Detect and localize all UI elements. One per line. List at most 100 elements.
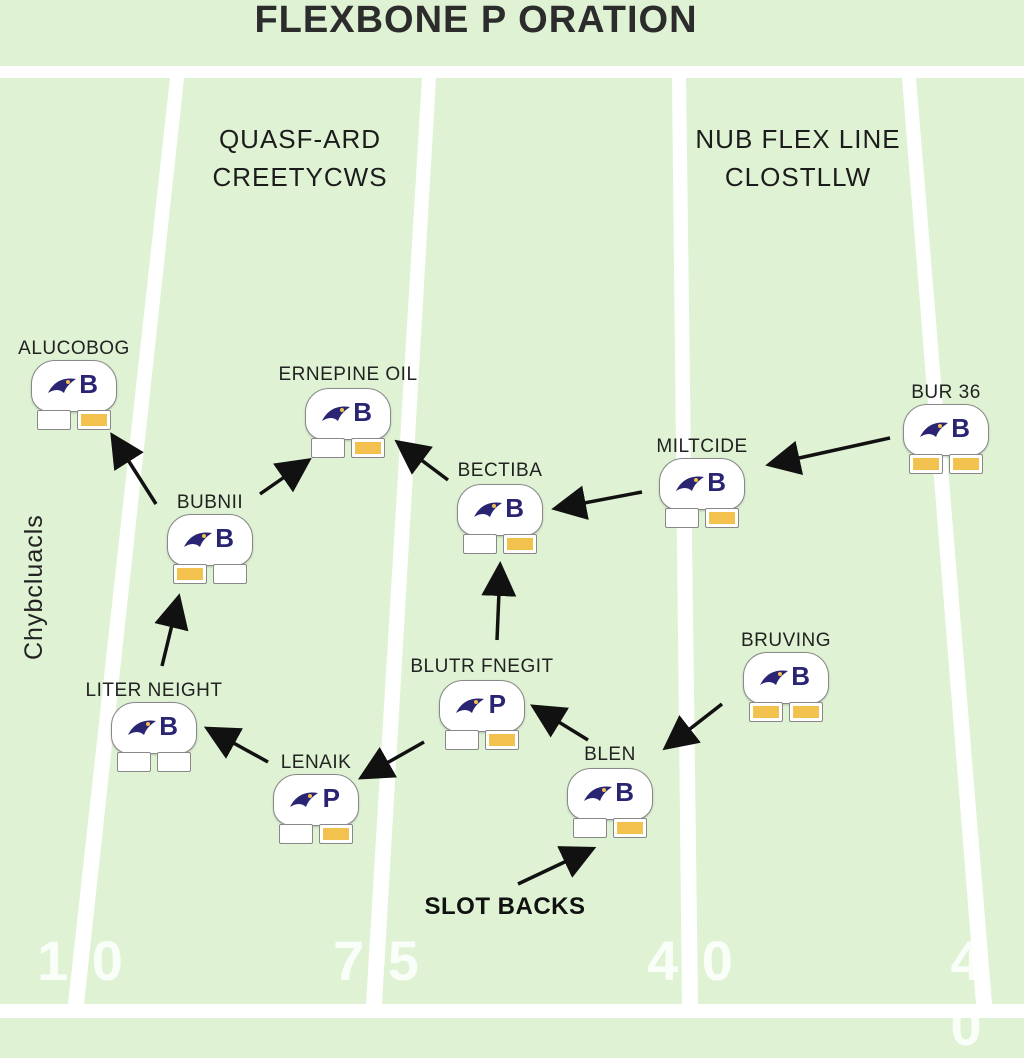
route-arrow-miltcide-to-bectiba <box>551 485 643 520</box>
player-label-lenaik: LENAIK <box>280 752 352 773</box>
route-arrow-bruving-to-blen <box>662 702 724 751</box>
pad-right <box>319 824 353 844</box>
helmet-icon: B <box>31 360 117 412</box>
pad-left <box>279 824 313 844</box>
route-arrow-liter-to-bubnii <box>154 593 189 667</box>
pad-right <box>485 730 519 750</box>
helmet-letter: B <box>353 397 372 427</box>
helmet-icon: B <box>659 458 745 510</box>
pads-icon <box>37 408 111 430</box>
pad-right <box>157 752 191 772</box>
raven-logo-icon <box>322 406 350 421</box>
player-label-liter: LITER NEIGHT <box>85 680 223 701</box>
route-arrow-bubnii-to-alucobog <box>110 432 158 505</box>
route-arrow-blutr-to-bectiba <box>481 561 517 641</box>
helmet-icon: B <box>743 652 829 704</box>
helmet-letter: B <box>215 523 234 553</box>
yard-line-4 <box>902 78 992 1004</box>
raven-logo-icon <box>456 698 484 713</box>
pad-right <box>213 564 247 584</box>
left-header-line-2: CREETYCWS <box>212 162 388 192</box>
player-marker-bectiba[interactable]: B <box>457 484 543 558</box>
pads-icon <box>749 700 823 722</box>
raven-logo-icon <box>920 422 948 437</box>
right-header-line-2: CLOSTLLW <box>724 162 872 192</box>
pads-icon <box>665 506 739 528</box>
player-marker-ernepine[interactable]: B <box>305 388 391 462</box>
yard-number-1: 1 0 <box>37 929 127 992</box>
player-marker-blen[interactable]: B <box>567 768 653 842</box>
helmet-icon: P <box>439 680 525 732</box>
pads-icon <box>311 436 385 458</box>
pads-icon <box>463 532 537 554</box>
side-label: Chybcluacls <box>20 514 48 660</box>
player-label-alucobog: ALUCOBOG <box>18 338 130 359</box>
helmet-letter: B <box>79 369 98 399</box>
helmet-letter: B <box>951 413 970 443</box>
player-marker-alucobog[interactable]: B <box>31 360 117 434</box>
pad-left <box>749 702 783 722</box>
raven-logo-icon <box>584 786 612 801</box>
helmet-letter: P <box>488 689 506 719</box>
pad-left <box>573 818 607 838</box>
raven-logo-icon <box>474 502 502 517</box>
right-header-line-1: NUB FLEX LINE <box>695 124 901 154</box>
pad-right <box>789 702 823 722</box>
player-marker-bur36[interactable]: B <box>903 404 989 478</box>
pad-right <box>705 508 739 528</box>
raven-logo-icon <box>760 670 788 685</box>
helmet-icon: B <box>903 404 989 456</box>
pads-icon <box>173 562 247 584</box>
pad-left <box>665 508 699 528</box>
pad-left <box>37 410 71 430</box>
player-marker-bruving[interactable]: B <box>743 652 829 726</box>
route-arrow-bubnii-to-ernepine <box>259 458 312 496</box>
helmet-letter: P <box>322 783 340 813</box>
route-arrow-blutr-to-lenaik <box>357 740 425 780</box>
player-marker-bubnii[interactable]: B <box>167 514 253 588</box>
helmet-letter: B <box>505 493 524 523</box>
bottom-boundary-line <box>0 1004 1024 1018</box>
raven-logo-icon <box>290 792 318 807</box>
player-label-bur36: BUR 36 <box>911 382 981 403</box>
player-marker-liter[interactable]: B <box>111 702 197 776</box>
helmet-letter: B <box>707 467 726 497</box>
pad-right <box>949 454 983 474</box>
pad-left <box>117 752 151 772</box>
helmet-icon: B <box>305 388 391 440</box>
left-header-line-1: QUASF-ARD <box>218 124 382 154</box>
pad-right <box>77 410 111 430</box>
slot-backs-label: SLOT BACKS <box>424 893 586 920</box>
yard-number-2: 7 5 <box>333 929 423 992</box>
yard-number-4: 4 0 <box>950 929 986 1057</box>
pad-right <box>613 818 647 838</box>
yard-line-1 <box>68 78 184 1004</box>
helmet-icon: P <box>273 774 359 826</box>
football-field <box>0 66 1024 1018</box>
player-marker-lenaik[interactable]: P <box>273 774 359 848</box>
player-label-bectiba: BECTIBA <box>457 460 543 481</box>
player-label-blen: BLEN <box>584 744 636 765</box>
route-arrow-slot_backs-to-blen <box>517 846 597 886</box>
helmet-icon: B <box>111 702 197 754</box>
left-section-header: QUASF-ARD CREETYCWS <box>180 120 420 196</box>
player-marker-blutr[interactable]: P <box>439 680 525 754</box>
yard-number-3: 4 0 <box>647 929 737 992</box>
route-arrows <box>110 432 891 886</box>
raven-logo-icon <box>48 378 76 393</box>
pad-left <box>909 454 943 474</box>
yard-line-3 <box>672 78 698 1004</box>
helmet-letter: B <box>159 711 178 741</box>
route-arrow-blen-to-blutr <box>530 704 589 742</box>
raven-logo-icon <box>128 720 156 735</box>
player-label-blutr: BLUTR FNEGIT <box>410 656 554 677</box>
pad-left <box>445 730 479 750</box>
player-label-bubnii: BUBNII <box>176 492 244 513</box>
pads-icon <box>909 452 983 474</box>
raven-logo-icon <box>676 476 704 491</box>
route-arrow-bectiba-to-ernepine <box>394 439 450 482</box>
helmet-icon: B <box>457 484 543 536</box>
player-marker-miltcide[interactable]: B <box>659 458 745 532</box>
pad-left <box>311 438 345 458</box>
